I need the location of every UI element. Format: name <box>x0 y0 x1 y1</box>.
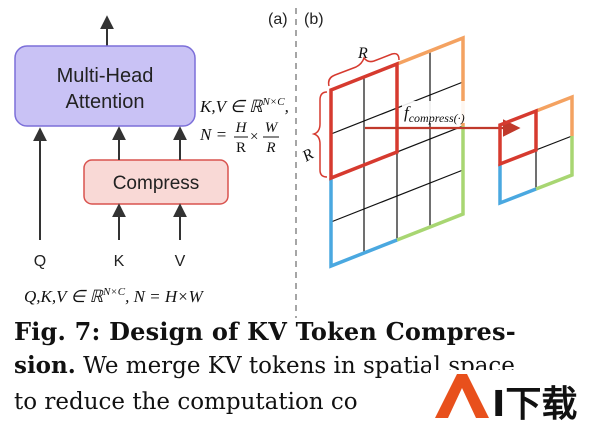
watermark-logo-a <box>435 374 489 418</box>
panel-b-label: (b) <box>304 11 324 28</box>
attention-label-line1: Multi-Head <box>57 65 154 87</box>
watermark-text: I下载 <box>492 384 577 425</box>
compress-box <box>83 159 229 205</box>
large-grid <box>329 35 465 269</box>
n-prefix: N = <box>199 125 227 144</box>
small-grid <box>498 94 574 206</box>
n-frac2-num: W <box>265 120 279 136</box>
left-r-brace <box>311 91 328 178</box>
compress-label: Compress <box>113 173 200 194</box>
attention-label-line2: Attention <box>66 91 145 113</box>
n-frac1-den: R <box>236 140 246 156</box>
left-r-label: R <box>299 146 317 166</box>
n-frac2-den: R <box>265 140 275 156</box>
qkv-shape-annotation: Q,K,V ∈ ℝN×C, N = H×W <box>24 286 205 306</box>
kv-shape-annotation: K,V ∈ ℝN×C, <box>199 96 289 116</box>
top-r-label: R <box>357 45 368 62</box>
caption-line2-bold: sion. <box>14 352 76 379</box>
n-times: × <box>250 129 258 145</box>
caption-line-3: to reduce the computation co <box>14 389 358 415</box>
panel-a-label: (a) <box>268 11 288 28</box>
watermark: I下载 <box>430 370 600 431</box>
top-r-brace <box>327 52 400 87</box>
v-label: V <box>175 253 186 270</box>
panel-b: (b) R R <box>299 11 574 269</box>
n-frac1-num: H <box>235 120 248 136</box>
k-label: K <box>114 253 125 270</box>
caption-line-2: sion. We merge KV tokens in spatial spac… <box>14 351 515 381</box>
n-formula: N = H R × W R <box>199 120 279 156</box>
panel-a: Multi-Head Attention Compress Q K V K,V … <box>14 11 289 306</box>
q-label: Q <box>34 253 46 270</box>
small-highlight-cell <box>498 108 538 167</box>
caption-title: Fig. 7: Design of KV Token Compres- <box>14 317 516 346</box>
multi-head-attention-box <box>14 45 196 127</box>
f-compress-label: fcompress(·) <box>404 103 465 125</box>
highlight-block <box>329 61 399 181</box>
